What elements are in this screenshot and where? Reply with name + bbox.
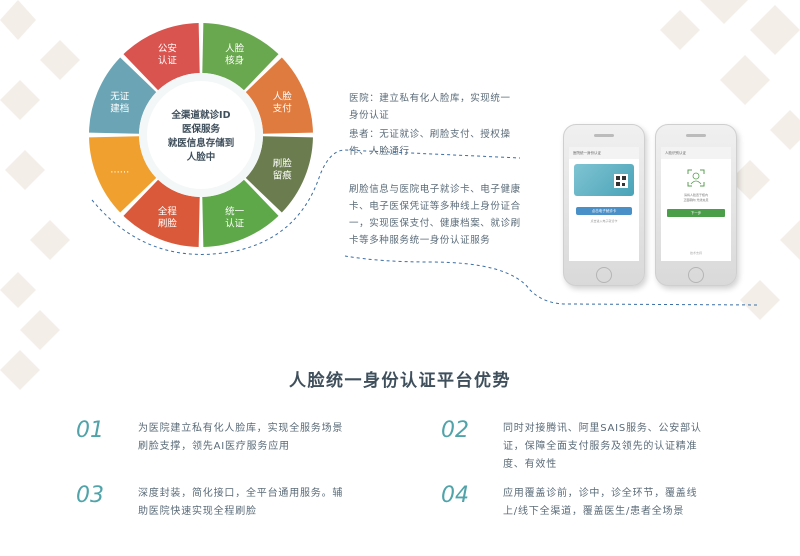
- face-scan-icon: [687, 169, 705, 187]
- feature-line: 应用覆盖诊前，诊中，诊全环节，覆盖线: [503, 488, 698, 499]
- face-hint: 请将人脸置于框内 正面朝向 光线充足: [661, 193, 731, 203]
- section-title: 人脸统一身份认证平台优势: [289, 371, 511, 391]
- ecard-button[interactable]: 点击电子就诊卡: [576, 207, 632, 215]
- phone-speaker: [594, 134, 614, 137]
- patient-description: 患者：无证就诊、刷脸支付、授权操作、人脸通行: [349, 129, 511, 157]
- wheel-center-label: 全渠道就诊ID: [171, 109, 231, 121]
- ecard-footer: 点击进入电子就诊卡: [590, 219, 618, 223]
- feature-number: 04: [441, 483, 469, 508]
- feature-line: 度、有效性: [503, 459, 557, 470]
- feature-line: 上/线下全渠道，覆盖医生/患者全场景: [503, 506, 685, 517]
- feature-text: 为医院建立私有化人脸库，实现全服务场景 刷脸支撑，领先AI医疗服务应用: [138, 420, 398, 456]
- feature-line: 同时对接腾讯、阿里SAIS服务、公安部认: [503, 423, 702, 434]
- wheel-segment-label: 统一: [225, 205, 245, 217]
- face-hint-line: 请将人脸置于框内: [683, 193, 708, 197]
- wheel-center-label: 人脸中: [187, 151, 216, 163]
- screen-footer: 技术支持: [689, 251, 702, 255]
- phone-speaker: [686, 134, 706, 137]
- wheel-segment-label: 全程: [158, 205, 178, 217]
- wheel-center-label: 医保服务: [182, 123, 221, 135]
- wheel-segment-label: 人脸: [225, 43, 245, 55]
- wheel-segment: [202, 23, 279, 91]
- wheel-segment-label: 核身: [225, 55, 244, 67]
- wheel-center-label: 就医信息存储到: [168, 137, 235, 149]
- feature-line: 证，保障全面支付服务及领先的认证精准: [503, 441, 698, 452]
- phone-screen: 医院统一身份认证 点击电子就诊卡 点击进入电子就诊卡: [569, 147, 639, 261]
- phone-mockup-face-auth: 人脸识别认证 请将人脸置于框内 正面朝向 光线充足 下一步 技术支持: [655, 124, 737, 286]
- feature-line: 为医院建立私有化人脸库，实现全服务场景: [138, 423, 344, 434]
- wheel-segment-label: 公安: [158, 43, 177, 55]
- feature-line: 刷脸支撑，领先AI医疗服务应用: [138, 441, 290, 452]
- screen-header: 医院统一身份认证: [569, 147, 639, 159]
- home-button: [596, 267, 612, 283]
- wheel-segment-label: 留痕: [273, 170, 293, 182]
- wheel-segment-label: 支付: [273, 102, 293, 114]
- wheel-segment-label: 认证: [225, 217, 245, 229]
- ecard: [574, 164, 634, 196]
- feature-line: 深度封装，简化接口，全平台通用服务。辅: [138, 488, 344, 499]
- screen-header: 人脸识别认证: [661, 147, 731, 159]
- wheel-segment-label: 建档: [110, 102, 129, 114]
- feature-number: 02: [441, 418, 469, 443]
- next-button[interactable]: 下一步: [667, 209, 725, 217]
- face-hint-line: 正面朝向 光线充足: [683, 198, 709, 202]
- feature-text: 深度封装，简化接口，全平台通用服务。辅 助医院快速实现全程刷脸: [138, 485, 398, 521]
- wheel-segment: [245, 57, 313, 134]
- feature-text: 同时对接腾讯、阿里SAIS服务、公安部认 证，保障全面支付服务及领先的认证精准 …: [503, 420, 763, 474]
- hospital-description: 医院：建立私有化人脸库，实现统一身份认证: [349, 93, 511, 121]
- home-button: [688, 267, 704, 283]
- wheel-segment-label: 刷脸: [158, 217, 178, 229]
- qr-code-icon: [614, 174, 628, 188]
- wheel-segment-label: 认证: [158, 55, 178, 67]
- wheel-segment-label: 无证: [110, 91, 130, 102]
- wheel-segment-label: ……: [110, 165, 129, 176]
- wheel-segment: [123, 23, 200, 91]
- wheel-center: [147, 81, 255, 189]
- feature-line: 助医院快速实现全程刷脸: [138, 506, 257, 517]
- phone-mockup-ecard: 医院统一身份认证 点击电子就诊卡 点击进入电子就诊卡: [563, 124, 645, 286]
- wheel-segment-label: 刷脸: [273, 158, 293, 170]
- wheel-segment: [89, 57, 157, 134]
- phone-screen: 人脸识别认证 请将人脸置于框内 正面朝向 光线充足 下一步 技术支持: [661, 147, 731, 261]
- feature-number: 03: [76, 483, 104, 508]
- feature-text: 应用覆盖诊前，诊中，诊全环节，覆盖线 上/线下全渠道，覆盖医生/患者全场景: [503, 485, 763, 521]
- binding-description: 刷脸信息与医院电子就诊卡、电子健康卡、电子医保凭证等多种线上身份证合一，实现医保…: [349, 184, 521, 246]
- wheel-segment-label: 人脸: [273, 90, 293, 102]
- feature-number: 01: [76, 418, 104, 443]
